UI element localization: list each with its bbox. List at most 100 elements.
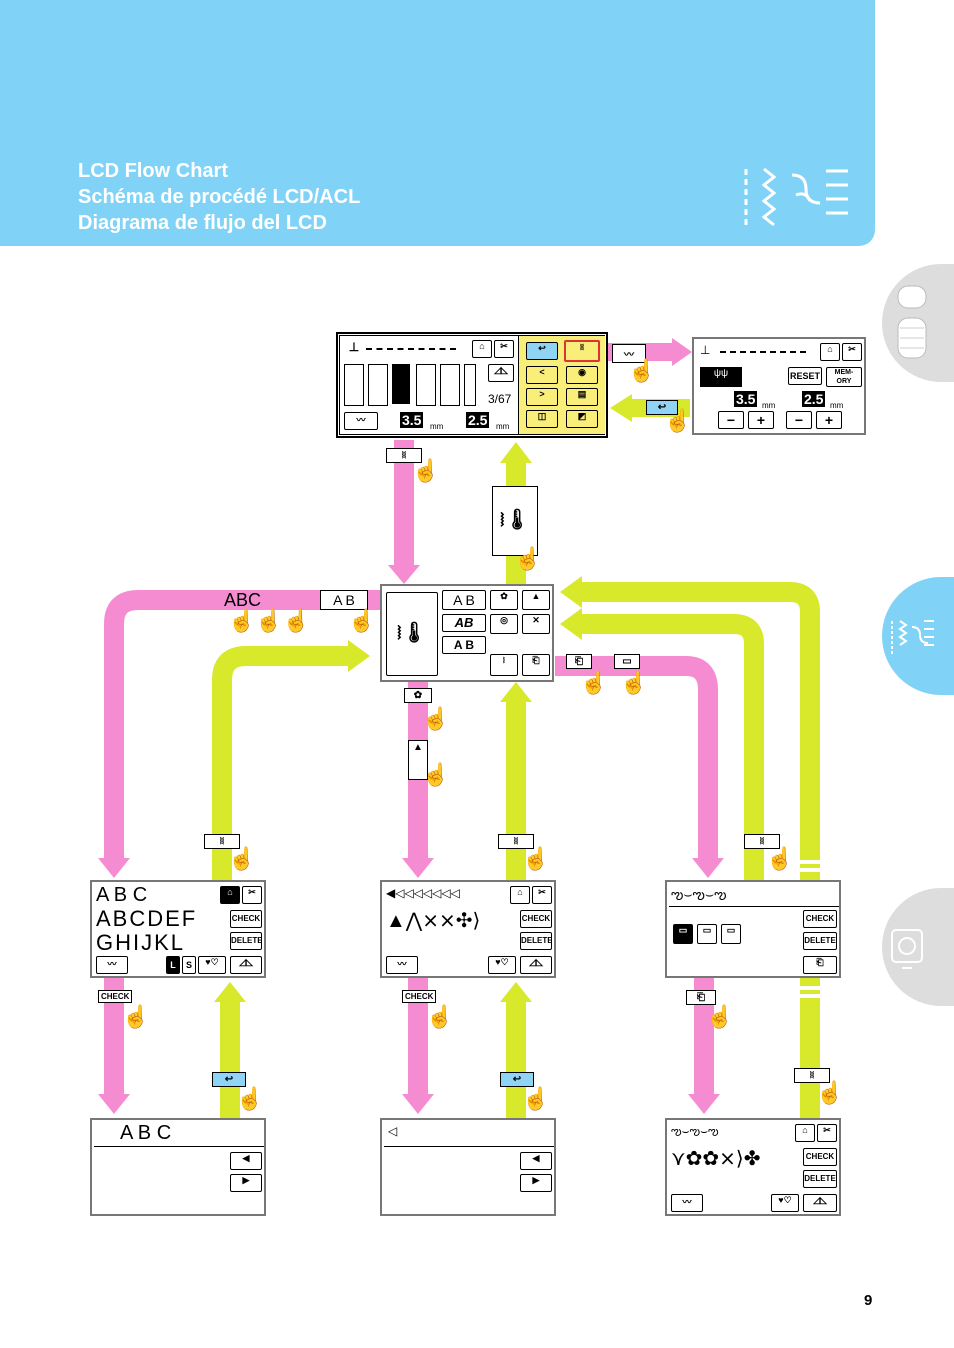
scroll-right-button[interactable]: ▶ (230, 1174, 262, 1192)
length-value: 2.5 (466, 412, 490, 428)
alphabet-outline-button[interactable]: A B (442, 636, 486, 654)
width-value: 3.5 (400, 412, 424, 428)
lcd-decorative-screen: ◀◁◁◁◁◁◁◁ ⌂ ✂ ▲⋀⨯⨯✣⟩ CHECK DELETE 〰 ♥♡ ◿◺ (380, 880, 556, 978)
pocket-slot-3[interactable]: ▭ (721, 924, 741, 944)
tab-embroidery[interactable] (882, 888, 954, 1006)
stitch-width-indicator[interactable]: 〰 (344, 412, 378, 430)
memory-pocket-button[interactable]: ◉ (566, 366, 598, 384)
thread-cutter-button[interactable]: ✂ (494, 340, 514, 358)
mirror-button[interactable]: ◿◺ (230, 956, 262, 974)
thread-cutter-button[interactable]: ✂ (842, 343, 862, 361)
thread-cutter-button[interactable]: ✂ (817, 1124, 837, 1142)
abc-key-c: C (248, 590, 262, 610)
check-button[interactable]: CHECK (803, 910, 837, 928)
lcd-alphabet-screen: A B C ⌂ ✂ ABCDEF GHIJKL CHECK DELETE 〰 L… (90, 880, 266, 978)
deco-pattern-grid[interactable]: ⋎✿✿⨯⟩✤ (671, 1148, 761, 1170)
header-banner: LCD Flow Chart Schéma de procédé LCD/ACL… (0, 0, 875, 246)
stitch-width-indicator[interactable]: 〰 (96, 956, 128, 974)
stitch-width-indicator[interactable]: 〰 (671, 1194, 703, 1212)
delete-button[interactable]: DELETE (803, 932, 837, 950)
hand-pointer-icon: ☝ (412, 458, 440, 483)
check-button[interactable]: CHECK (803, 1148, 837, 1166)
recall-key-label-pocket: ⎗ (686, 990, 716, 1005)
prev-button[interactable]: < (526, 366, 558, 384)
delete-button[interactable]: DELETE (803, 1170, 837, 1188)
flower-key-label: ✿ (404, 688, 432, 703)
check-button[interactable]: CHECK (230, 910, 262, 928)
next-button[interactable]: > (526, 388, 558, 406)
back-button[interactable]: ↩ (526, 342, 558, 360)
satin-key-label: ▲ (408, 740, 428, 780)
needle-position-line (720, 351, 806, 353)
memory-recall-button[interactable]: ⎗ (522, 654, 550, 676)
preview-text: A B C (96, 884, 148, 906)
satin-stitch-button[interactable]: ▲ (522, 590, 550, 610)
cross-stitch-button[interactable]: ✕ (522, 614, 550, 634)
thread-cutter-button[interactable]: ✂ (242, 886, 262, 904)
reset-button[interactable]: RESET (788, 367, 822, 385)
size-large-button[interactable]: L (166, 956, 180, 974)
reverse-stitch-button[interactable]: ⌂ (820, 343, 840, 361)
pattern-count: 3/67 (488, 392, 512, 406)
scroll-left-button[interactable]: ◀ (520, 1152, 552, 1170)
scroll-right-button[interactable]: ▶ (520, 1174, 552, 1192)
stitch-width-indicator[interactable]: 〰 (386, 956, 418, 974)
length-value: 2.5 (802, 391, 826, 407)
recall-key-label-left: ⎗ (566, 654, 592, 669)
reverse-stitch-button[interactable]: ⌂ (795, 1124, 815, 1142)
heart-button[interactable]: ♥♡ (771, 1194, 799, 1212)
utility-stitch-category-button[interactable]: ⧘🌡 (386, 592, 438, 676)
heart-button[interactable]: ♥♡ (198, 956, 226, 974)
heart-button[interactable]: ♥♡ (488, 956, 516, 974)
decorative-pattern-grid[interactable]: ▲⋀⨯⨯✣⟩ (386, 910, 481, 932)
reverse-stitch-button[interactable]: ⌂ (510, 886, 530, 904)
pocket-slot-1[interactable]: ▭ (673, 924, 693, 944)
delete-button[interactable]: DELETE (520, 932, 552, 950)
utility-key-button[interactable]: ⧘⧙ (564, 340, 600, 362)
check-button[interactable]: CHECK (520, 910, 552, 928)
scroll-left-button[interactable]: ◀ (230, 1152, 262, 1170)
hand-pointer-icon: ☝ (522, 1086, 550, 1111)
width-minus-button[interactable]: − (718, 411, 744, 429)
pocket-slot-2[interactable]: ▭ (697, 924, 717, 944)
memory-button[interactable]: MEM- ORY (826, 367, 862, 387)
width-plus-button[interactable]: + (748, 411, 774, 429)
length-plus-button[interactable]: + (816, 411, 842, 429)
utility-small-button[interactable]: ⧘ (490, 654, 518, 676)
stitch-width-key-label: 〰 (612, 344, 646, 363)
lcd-main-screen: ⊥ ⌂ ✂ ◿◺ 3/67 〰 3.5 mm 2.5 mm ↩ ⧘⧙ < ◉ >… (336, 332, 608, 438)
embroidery-button[interactable]: ◫ (526, 410, 558, 428)
page-number: 9 (864, 1292, 873, 1309)
reverse-stitch-button[interactable]: ⌂ (472, 340, 492, 358)
mirror-button[interactable]: ◿◺ (520, 956, 552, 974)
hand-pointer-icon: ☝ (580, 670, 608, 695)
sewing-mode-button[interactable]: ◩ (566, 410, 598, 428)
lcd-settings-screen: ⊥ ⌂ ✂ ψψ RESET MEM- ORY 3.5 mm 2.5 mm − … (692, 337, 866, 435)
delete-button[interactable]: DELETE (230, 932, 262, 950)
thread-cutter-button[interactable]: ✂ (532, 886, 552, 904)
mirror-button[interactable]: ◿◺ (803, 1194, 837, 1212)
check-key-label-deco: CHECK (402, 990, 436, 1003)
decorative-flower-button[interactable]: ✿ (490, 590, 518, 610)
hand-pointer-icon: ☝ (514, 546, 542, 571)
twin-needle-button[interactable]: ψψ (700, 367, 742, 387)
alphabet-row-1[interactable]: ABCDEF (96, 906, 198, 931)
tab-basic[interactable] (882, 264, 954, 382)
recall-button[interactable]: ⎗ (803, 956, 837, 974)
length-minus-button[interactable]: − (786, 411, 812, 429)
settings-doc-button[interactable]: ▤ (566, 388, 598, 406)
width-unit: mm (430, 422, 444, 431)
width-value: 3.5 (734, 391, 758, 407)
heirloom-stitch-button[interactable]: ◎ (490, 614, 518, 634)
alphabet-row-2[interactable]: GHIJKL (96, 930, 186, 955)
lcd-deco-check-screen: ఌ⌣ఌ⌣ఌ ⌂ ✂ ⋎✿✿⨯⟩✤ CHECK DELETE 〰 ♥♡ ◿◺ (665, 1118, 841, 1216)
stitch-pattern-list[interactable] (344, 364, 476, 406)
tab-utility[interactable] (882, 577, 954, 695)
mirror-button[interactable]: ◿◺ (488, 364, 514, 382)
utility-stitch-icon (744, 167, 848, 227)
alphabet-block-button[interactable]: A B (442, 590, 486, 610)
reverse-stitch-button[interactable]: ⌂ (220, 886, 240, 904)
hand-pointer-icon: ☝ (816, 1080, 844, 1105)
size-small-button[interactable]: S (182, 956, 196, 974)
alphabet-script-button[interactable]: AB (442, 614, 486, 632)
